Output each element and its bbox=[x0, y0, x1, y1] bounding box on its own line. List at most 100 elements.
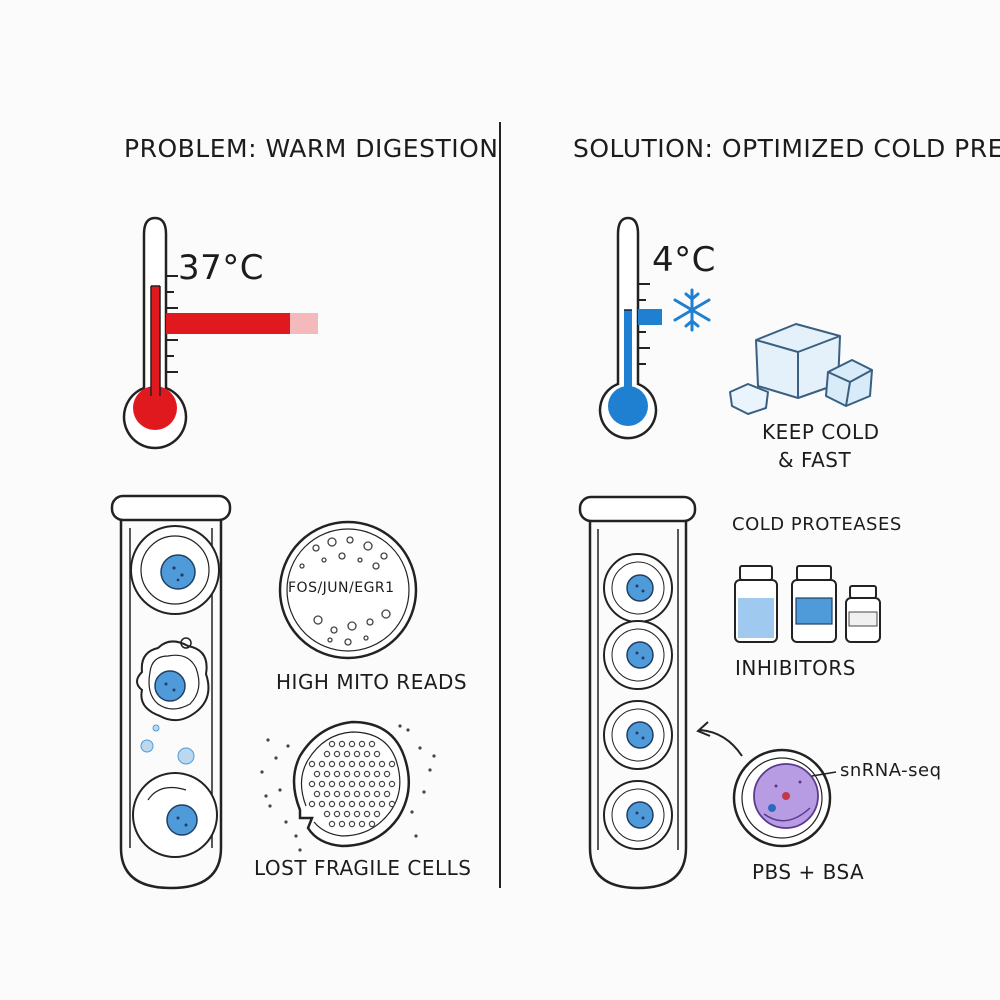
tube-cell-intact bbox=[130, 525, 220, 615]
snrna-seq-label: snRNA-seq bbox=[840, 760, 942, 781]
cell-dot bbox=[338, 800, 346, 808]
cell-inner bbox=[611, 628, 665, 682]
cell-nucleus bbox=[626, 574, 654, 602]
cell-dot bbox=[353, 790, 361, 798]
debris-dot bbox=[298, 848, 302, 852]
cell-dot bbox=[358, 800, 366, 808]
cell-dot bbox=[348, 780, 356, 788]
protease-vial-2 bbox=[791, 565, 837, 643]
cold-temperature-marker bbox=[638, 309, 662, 325]
cell-dot bbox=[318, 780, 326, 788]
debris-dot bbox=[294, 834, 298, 838]
arrow-head bbox=[696, 721, 711, 737]
cell-dot bbox=[363, 810, 371, 818]
cell-dot bbox=[323, 790, 331, 798]
cell-dot bbox=[373, 770, 381, 778]
debris-dot bbox=[266, 738, 270, 742]
cell-dot bbox=[363, 750, 371, 758]
cell-dot bbox=[318, 800, 326, 808]
cold-thermometer bbox=[598, 216, 658, 440]
cell-nucleus bbox=[626, 721, 654, 749]
cell-dot bbox=[313, 770, 321, 778]
cell-dot bbox=[333, 750, 341, 758]
cell-dot bbox=[388, 800, 396, 808]
gene-label: FOS/JUN/EGR1 bbox=[288, 580, 395, 596]
cell-dot bbox=[333, 770, 341, 778]
nucleus-dot bbox=[635, 731, 639, 735]
cold-tube-cell bbox=[603, 620, 673, 690]
cell-dot bbox=[348, 820, 356, 828]
cell-dot bbox=[353, 770, 361, 778]
nucleus-dot bbox=[641, 816, 645, 820]
cell-dot bbox=[343, 770, 351, 778]
cell-dot bbox=[323, 810, 331, 818]
cell-dot bbox=[328, 740, 336, 748]
lost-cells-label: LOST FRAGILE CELLS bbox=[254, 856, 472, 880]
cold-tube-cell bbox=[603, 700, 673, 770]
cell-inner bbox=[611, 561, 665, 615]
cell-inner bbox=[611, 708, 665, 762]
cell-dot bbox=[348, 800, 356, 808]
nucleus-dot bbox=[641, 736, 645, 740]
tube-cell-damaged bbox=[132, 772, 218, 858]
cell-dot bbox=[383, 790, 391, 798]
cell-dot bbox=[323, 750, 331, 758]
gene-dish-dots bbox=[299, 536, 391, 646]
nucleus-dot bbox=[635, 584, 639, 588]
debris-dot bbox=[422, 790, 426, 794]
debris-dot bbox=[428, 768, 432, 772]
cell-dot bbox=[328, 820, 336, 828]
ice-cubes-icon bbox=[729, 323, 873, 415]
debris-dot bbox=[260, 770, 264, 774]
keep-cold-label: KEEP COLD bbox=[762, 420, 880, 444]
cell-dot bbox=[368, 780, 376, 788]
debris-dot bbox=[414, 834, 418, 838]
cold-tube-cell bbox=[603, 553, 673, 623]
cell-dot bbox=[323, 770, 331, 778]
warm-temperature-bar bbox=[166, 313, 290, 334]
cell-dot bbox=[333, 810, 341, 818]
cell-dot bbox=[338, 740, 346, 748]
cell-dot bbox=[308, 800, 316, 808]
gene-expression-dish bbox=[278, 520, 418, 660]
debris-dot bbox=[286, 744, 290, 748]
cell-nucleus bbox=[626, 801, 654, 829]
debris-dot bbox=[398, 724, 402, 728]
cell-dot bbox=[343, 750, 351, 758]
cold-tube-cells bbox=[603, 553, 673, 850]
warm-temperature-label: 37°C bbox=[178, 248, 265, 288]
cold-tube-cell bbox=[603, 780, 673, 850]
debris-dot bbox=[284, 820, 288, 824]
arrow-icon bbox=[699, 729, 743, 757]
cell-dot bbox=[308, 760, 316, 768]
cell-dot bbox=[378, 800, 386, 808]
cell-dot bbox=[338, 820, 346, 828]
tube-free-particles bbox=[140, 724, 195, 765]
solution-title: SOLUTION: OPTIMIZED COLD PREP bbox=[573, 134, 1000, 163]
cell-dot bbox=[358, 780, 366, 788]
isolated-nucleus bbox=[732, 748, 837, 848]
tube-cell-stressed bbox=[136, 637, 210, 722]
lost-cells-dots bbox=[308, 740, 396, 828]
cell-dot bbox=[378, 780, 386, 788]
cell-dot bbox=[368, 760, 376, 768]
cell-dot bbox=[368, 800, 376, 808]
warm-temperature-bar-fade bbox=[290, 313, 318, 334]
debris-dot bbox=[410, 810, 414, 814]
debris-dot bbox=[418, 746, 422, 750]
cell-dot bbox=[328, 800, 336, 808]
snowflake-icon bbox=[673, 288, 711, 332]
cell-dot bbox=[348, 760, 356, 768]
protease-vial-1 bbox=[734, 565, 778, 643]
cell-dot bbox=[368, 820, 376, 828]
debris-dot bbox=[274, 756, 278, 760]
cell-dot bbox=[313, 790, 321, 798]
cell-dot bbox=[388, 760, 396, 768]
nucleus-dot bbox=[641, 656, 645, 660]
cell-dot bbox=[338, 780, 346, 788]
cell-dot bbox=[363, 790, 371, 798]
cell-dot bbox=[338, 760, 346, 768]
inhibitors-label: INHIBITORS bbox=[735, 656, 856, 680]
scattered-debris bbox=[260, 724, 436, 852]
cell-dot bbox=[343, 790, 351, 798]
